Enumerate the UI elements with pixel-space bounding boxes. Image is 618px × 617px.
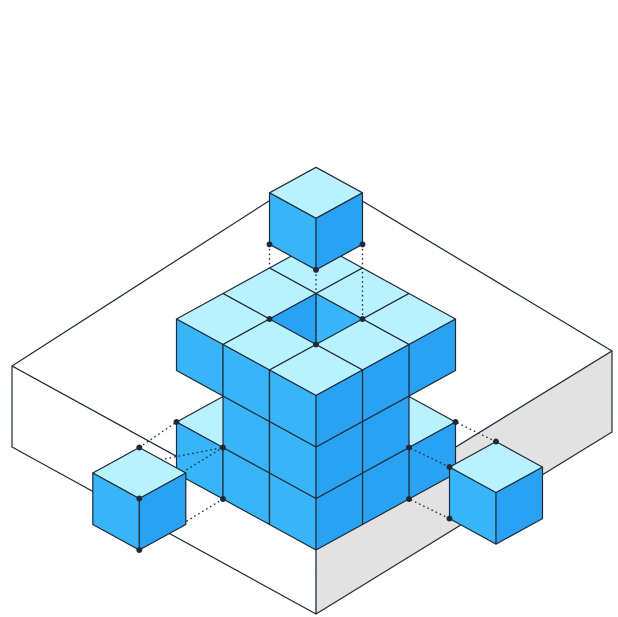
connector-node-icon bbox=[446, 516, 452, 522]
connector-node-icon bbox=[360, 241, 366, 247]
connector-node-icon bbox=[136, 547, 142, 553]
connector-node-icon bbox=[136, 496, 142, 502]
connector-node-icon bbox=[313, 267, 319, 273]
connector-node-icon bbox=[446, 464, 452, 470]
connector-node-icon bbox=[453, 419, 459, 425]
connector-node-icon bbox=[136, 445, 142, 451]
connector-node-icon bbox=[174, 419, 180, 425]
connector-node-icon bbox=[360, 316, 366, 322]
connector-node-icon bbox=[406, 496, 412, 502]
connector-node-icon bbox=[313, 342, 319, 348]
connector-node-icon bbox=[493, 439, 499, 445]
connector-node-icon bbox=[267, 241, 273, 247]
connector-node-icon bbox=[267, 316, 273, 322]
connector-node-icon bbox=[220, 445, 226, 451]
connector-node-icon bbox=[220, 496, 226, 502]
connector-node-icon bbox=[406, 445, 412, 451]
